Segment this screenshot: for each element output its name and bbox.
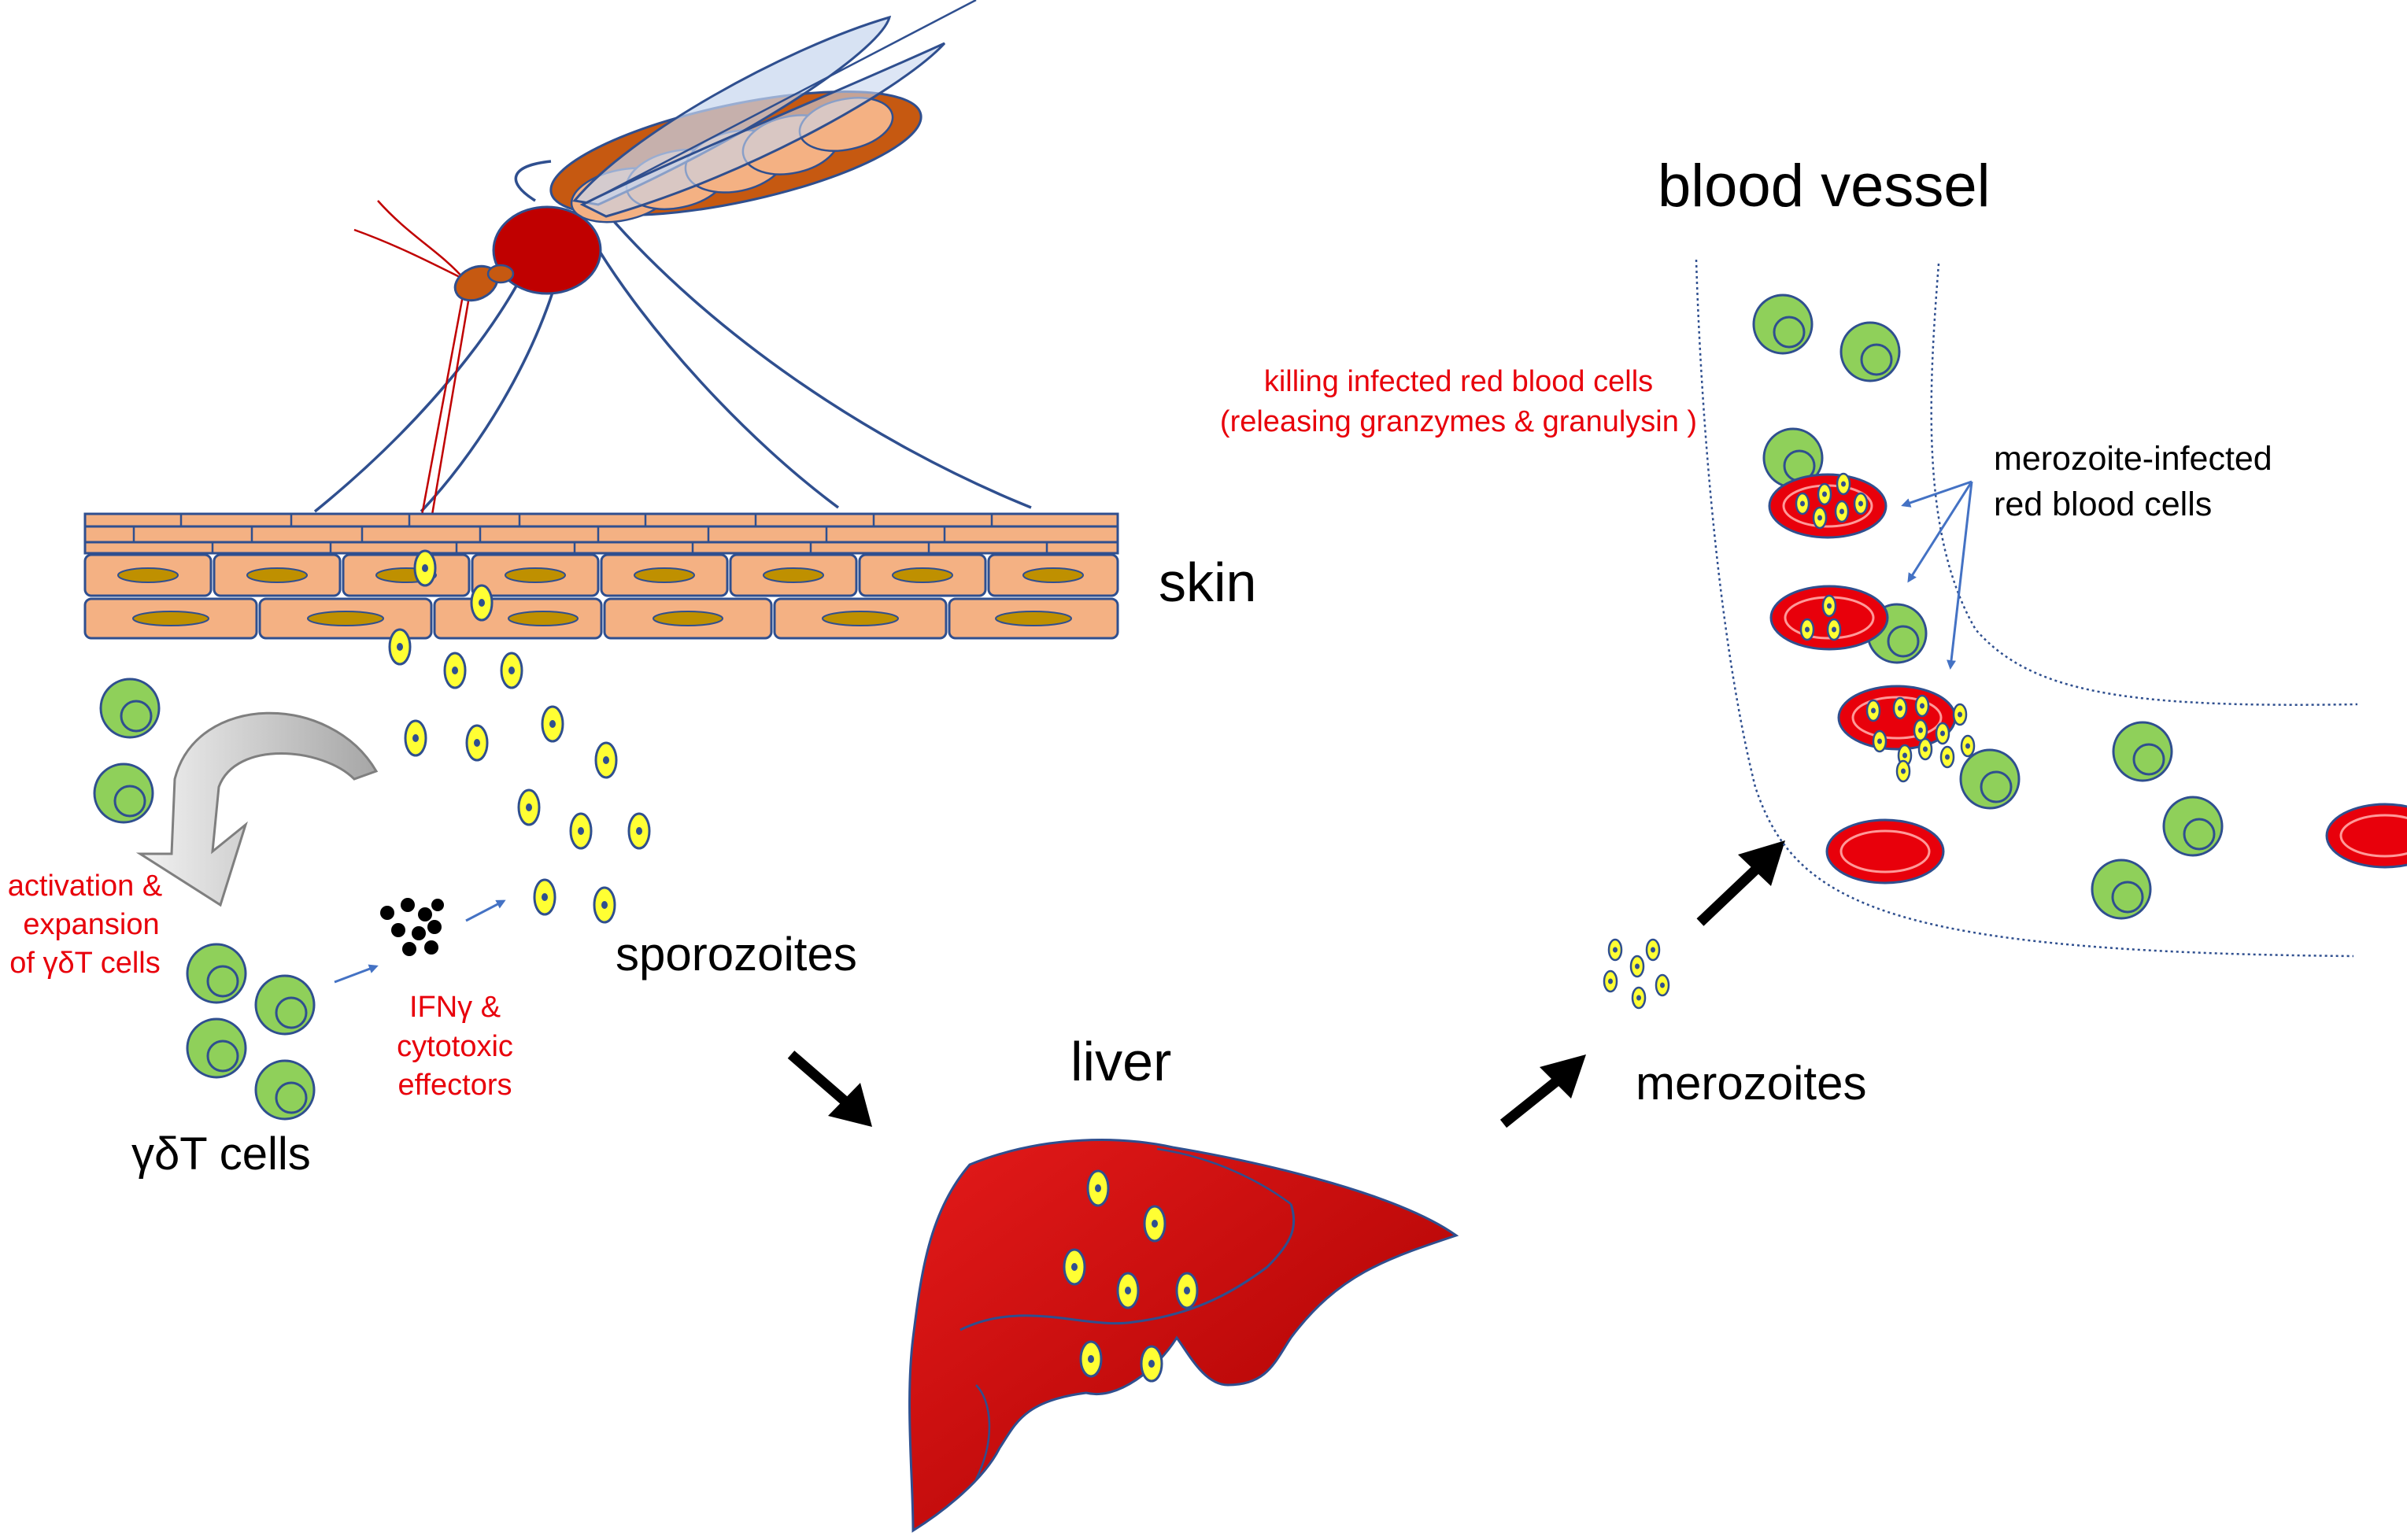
label-skin: skin: [1159, 552, 1256, 613]
antennae: [353, 200, 465, 281]
svg-text:effectors: effectors: [397, 1069, 512, 1102]
infected-rbc: [1768, 473, 1888, 539]
black-arrow-to-merozoites: [1499, 1054, 1586, 1128]
label-gd-t-cells: γδT cells: [131, 1128, 311, 1180]
label-liver: liver: [1070, 1031, 1171, 1092]
label-activation: activation & expansion of γδT cells: [8, 870, 162, 980]
sporozoite: [1079, 1340, 1103, 1378]
svg-text:of γδT cells: of γδT cells: [9, 947, 161, 980]
svg-text:activation &: activation &: [8, 870, 162, 903]
gd-t-cell: [99, 678, 161, 739]
sporozoite: [569, 812, 593, 850]
sporozoite: [627, 812, 651, 850]
svg-text:expansion: expansion: [23, 908, 159, 941]
label-merozoite-infected: merozoite-infected red blood cells: [1994, 440, 2272, 523]
gd-t-cell: [1839, 321, 1901, 382]
sporozoite: [1086, 1169, 1110, 1207]
svg-text:cytotoxic: cytotoxic: [397, 1030, 513, 1063]
merozoite: [1607, 938, 1623, 962]
svg-text:killing infected red blood cel: killing infected red blood cells: [1264, 365, 1653, 398]
gd-t-cell: [254, 1059, 316, 1121]
sporozoite: [1063, 1248, 1086, 1286]
sporozoite: [541, 705, 564, 743]
merozoite: [1603, 969, 1618, 993]
red-blood-cells: [1768, 473, 2407, 884]
ifn-effector-dots: [380, 898, 444, 956]
sporozoite: [517, 788, 541, 826]
gd-t-cell: [1959, 748, 2021, 810]
gd-t-cell: [186, 943, 247, 1004]
skin-tissue: [83, 512, 1119, 640]
mosquito-neck: [486, 264, 515, 284]
label-killing: killing infected red blood cells (releas…: [1220, 365, 1697, 438]
proboscis: [420, 286, 472, 520]
pointer-arrows: [1901, 480, 1973, 670]
sporozoite: [1143, 1205, 1167, 1243]
sporozoite: [1116, 1272, 1140, 1309]
label-merozoites: merozoites: [1636, 1057, 1866, 1110]
gd-t-cell: [93, 763, 154, 824]
sporozoite: [443, 652, 467, 689]
blue-arrow: [465, 899, 506, 922]
label-blood-vessel: blood vessel: [1658, 153, 1991, 220]
mosquito-thorax: [492, 205, 602, 295]
gd-t-cell: [1752, 294, 1814, 355]
svg-text:IFNγ &: IFNγ &: [409, 991, 501, 1024]
red-blood-cell: [2325, 803, 2407, 869]
sporozoite: [593, 886, 616, 924]
gd-t-cell: [186, 1017, 247, 1079]
label-ifn: IFNγ & cytotoxic effectors: [397, 991, 513, 1102]
sporozoite: [533, 878, 556, 916]
gd-t-cell: [2112, 721, 2173, 782]
blue-arrow: [334, 964, 379, 984]
merozoites-group: [1603, 938, 1670, 1010]
svg-text:merozoite-infected: merozoite-infected: [1994, 440, 2272, 478]
sporozoite: [413, 549, 437, 587]
mosquito: [313, 0, 1032, 520]
merozoite: [1631, 986, 1647, 1010]
black-arrow-to-blood: [1696, 840, 1785, 926]
merozoite: [1629, 955, 1645, 978]
sporozoite: [470, 584, 494, 622]
label-sporozoites: sporozoites: [616, 928, 857, 981]
sporozoite: [594, 741, 618, 779]
black-arrow-to-liver: [787, 1051, 872, 1127]
sporozoite: [1140, 1345, 1163, 1383]
sporozoite: [500, 652, 523, 689]
gd-t-cell: [254, 974, 316, 1036]
merozoite: [1655, 973, 1670, 997]
blood-vessel-walls: [1695, 259, 2358, 958]
activation-curved-arrow: [135, 711, 379, 907]
liver-organ: [908, 1139, 1459, 1533]
merozoite: [1645, 938, 1661, 962]
sporozoite: [404, 719, 427, 757]
gd-t-cell: [2162, 796, 2224, 857]
svg-text:(releasing granzymes & granuly: (releasing granzymes & granulysin ): [1220, 405, 1697, 438]
gd-t-cell: [2091, 859, 2152, 920]
sporozoite: [1175, 1272, 1199, 1309]
sporozoite: [465, 724, 489, 762]
red-blood-cell: [1825, 818, 1945, 884]
mosquito-wings: [572, 0, 977, 218]
svg-text:red blood cells: red blood cells: [1994, 486, 2212, 523]
sporozoite: [388, 628, 412, 666]
